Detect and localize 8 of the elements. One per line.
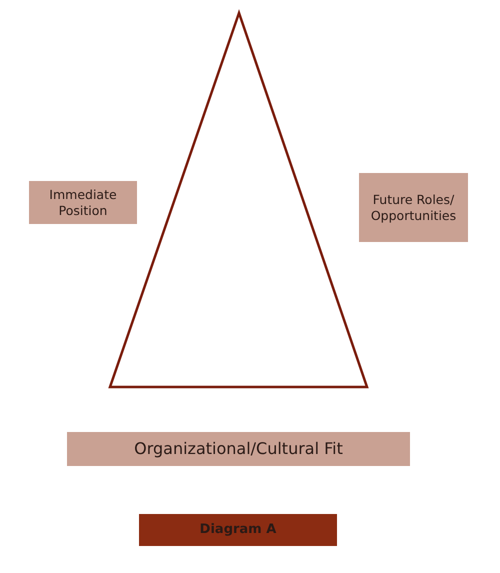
- label-box: [29, 181, 137, 224]
- box-label: Organizational/Cultural Fit: [134, 439, 343, 459]
- caption-box: [139, 514, 337, 546]
- box-label: Immediate Position: [48, 186, 118, 218]
- box-label: Diagram A: [200, 522, 276, 538]
- label-box: [67, 432, 410, 466]
- label-box: [359, 173, 468, 242]
- box-label: Future Roles/ Opportunities: [370, 192, 458, 224]
